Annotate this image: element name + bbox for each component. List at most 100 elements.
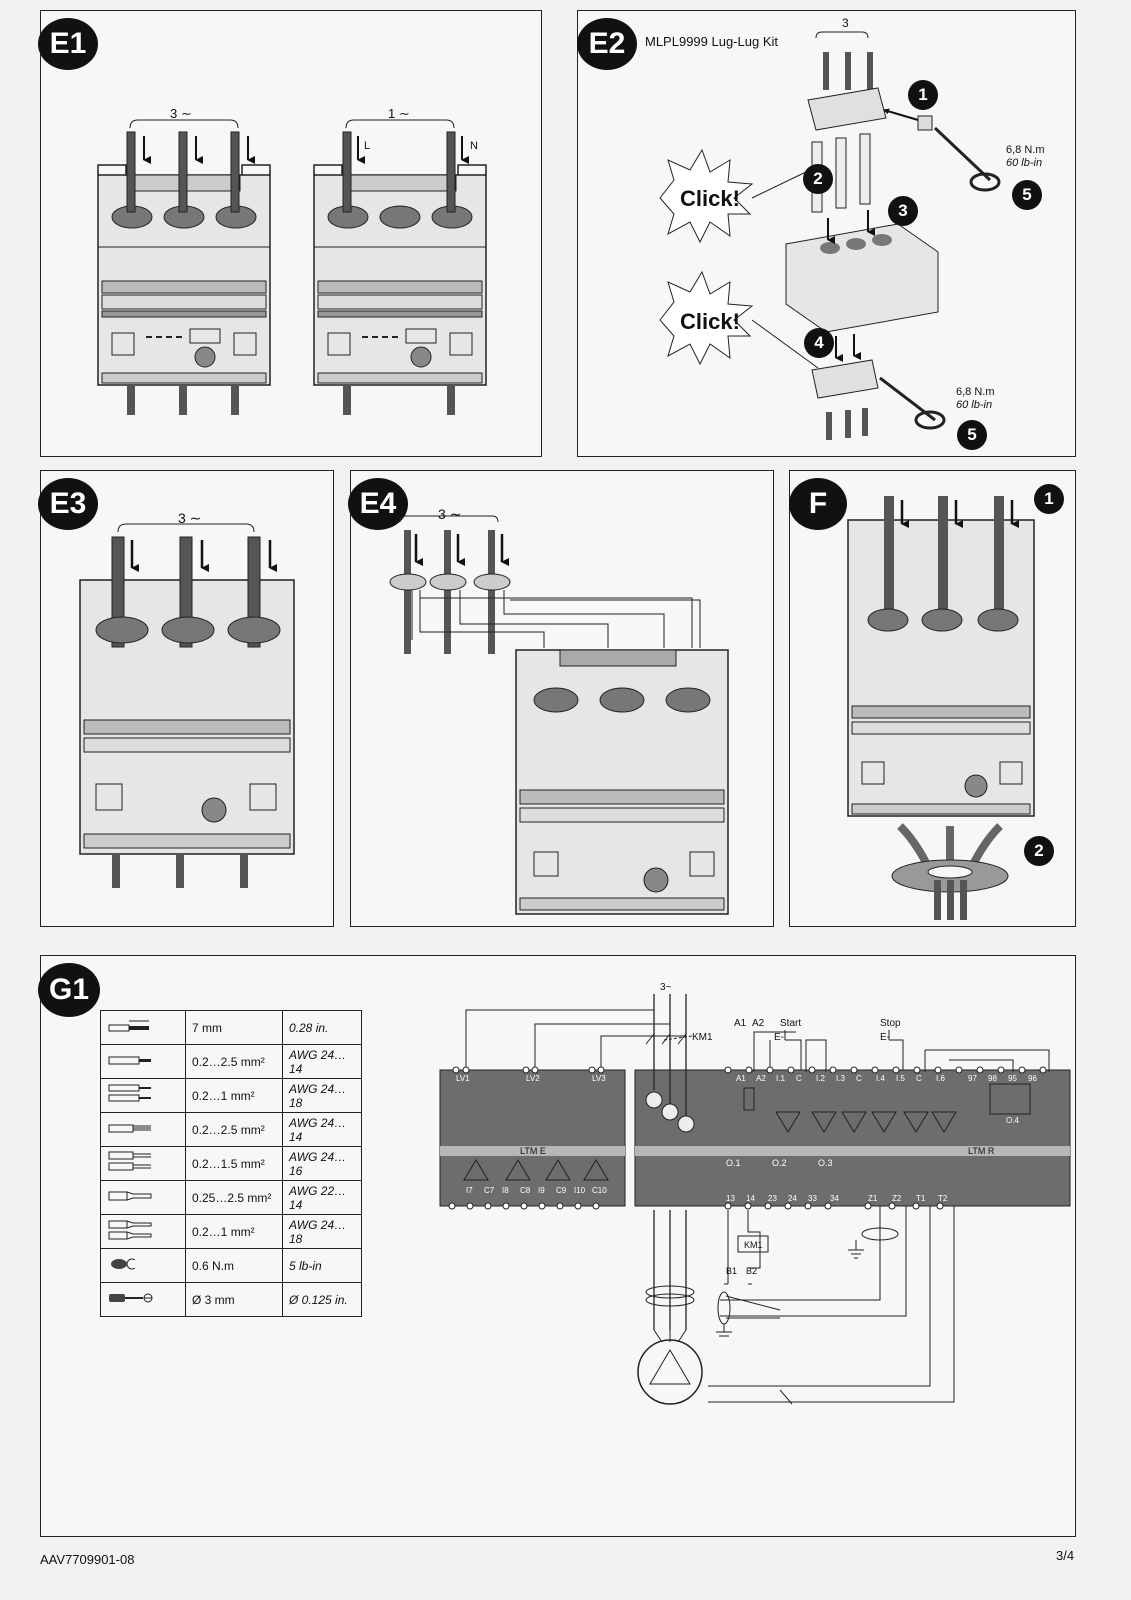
ltmr-bottom-terminal: 13	[726, 1194, 735, 1203]
badge-e2: E2	[577, 18, 637, 70]
tilde-icon: ∼	[395, 106, 410, 121]
spec-metric: 0.2…2.5 mm²	[185, 1044, 283, 1079]
e4-three-phase-label: 3 ∼	[438, 506, 462, 522]
ltmr-bottom-terminal: 34	[830, 1194, 839, 1203]
e2-title: MLPL9999 Lug-Lug Kit	[645, 34, 778, 49]
ltmr-bottom-terminal: Z1	[868, 1194, 878, 1203]
ltmr-label: LTM R	[968, 1146, 995, 1156]
ltmr-bottom-terminal: 24	[788, 1194, 797, 1203]
coil-label: KM1	[744, 1240, 763, 1250]
ltmr-top-terminal: C	[856, 1074, 862, 1083]
wiring-label: 3~	[660, 982, 672, 993]
ltme-input-terminal: I8	[502, 1186, 509, 1195]
ltmr-top-terminal: I.1	[776, 1074, 785, 1083]
wiring-label: E-	[880, 1032, 890, 1043]
wiring-label: B2	[746, 1266, 758, 1276]
ltmr-bottom-terminal: Z2	[892, 1194, 902, 1203]
ltmr-bottom-terminal: T1	[916, 1194, 926, 1203]
e4-ct-illustration	[389, 515, 729, 915]
f-gfct-illustration	[847, 496, 1035, 920]
ltmr-top-terminal: 98	[988, 1074, 997, 1083]
two-solid-wires-icon	[107, 1084, 155, 1107]
ferrule-wire-icon	[107, 1191, 155, 1207]
ltme-label: LTM E	[520, 1146, 546, 1156]
wiring-label: Start	[780, 1018, 802, 1029]
tilde-icon: ∼	[177, 106, 192, 121]
badge-f: F	[789, 478, 847, 530]
output-label: O.2	[772, 1158, 787, 1168]
e2-click-2: Click!	[680, 309, 740, 334]
ltme-input-terminal: I10	[574, 1186, 586, 1195]
wiring-label: A2	[752, 1018, 765, 1029]
spec-imperial: AWG 24…14	[282, 1112, 362, 1147]
spec-imperial: AWG 22…14	[282, 1180, 362, 1215]
solid-wire-icon	[107, 1056, 155, 1071]
spec-imperial: AWG 24…18	[282, 1214, 362, 1249]
ltmr-top-terminal: A1	[736, 1074, 746, 1083]
two-stranded-wires-icon	[107, 1151, 155, 1176]
ltme-input-terminal: C8	[520, 1186, 531, 1195]
e2-count: 3	[842, 16, 849, 30]
lv-terminal: LV3	[592, 1074, 606, 1083]
e1-relay-three-phase	[97, 119, 271, 415]
spec-imperial: Ø 0.125 in.	[282, 1282, 362, 1317]
tilde-icon: ∼	[445, 506, 462, 522]
ltme-input-terminal: I9	[538, 1186, 545, 1195]
spec-metric: Ø 3 mm	[185, 1282, 283, 1317]
output-label: O.3	[818, 1158, 833, 1168]
g1-wiring-diagram	[439, 994, 1071, 1405]
spec-metric: 0.2…1.5 mm²	[185, 1146, 283, 1181]
spec-imperial: AWG 24…16	[282, 1146, 362, 1181]
tilde-icon: ∼	[185, 510, 202, 526]
e2-step-3: 3	[888, 196, 918, 226]
document-number: AAV7709901-08	[40, 1552, 135, 1567]
ltmr-top-terminal: I.5	[896, 1074, 905, 1083]
ltmr-top-terminal: C	[916, 1074, 922, 1083]
ltmr-top-terminal: 95	[1008, 1074, 1017, 1083]
spec-imperial: 5 lb-in	[282, 1248, 362, 1283]
lv-terminal: LV2	[526, 1074, 540, 1083]
o4-label: O.4	[1006, 1116, 1019, 1125]
wiring-label: E-	[774, 1032, 784, 1043]
spec-imperial: AWG 24…14	[282, 1044, 362, 1079]
two-ferrule-wires-icon	[107, 1220, 155, 1244]
ltmr-top-terminal: A2	[756, 1074, 766, 1083]
e2-step-5a: 5	[1012, 180, 1042, 210]
ltme-input-terminal: C7	[484, 1186, 495, 1195]
spec-imperial: AWG 24…18	[282, 1078, 362, 1113]
e2-step-1: 1	[908, 80, 938, 110]
ltme-input-terminal: I7	[466, 1186, 473, 1195]
e1-relay-single-phase	[313, 119, 487, 415]
e1-three-phase-label: 3 ∼	[170, 106, 192, 121]
spec-metric: 0.25…2.5 mm²	[185, 1180, 283, 1215]
spec-metric: 7 mm	[185, 1010, 283, 1045]
stranded-wire-icon	[107, 1124, 155, 1139]
badge-g1: G1	[38, 963, 100, 1017]
wiring-label: B1	[726, 1266, 738, 1276]
f-step-2: 2	[1024, 836, 1054, 866]
ltmr-bottom-terminal: T2	[938, 1194, 948, 1203]
e2-step-2: 2	[803, 164, 833, 194]
e2-click-1: Click!	[680, 186, 740, 211]
page-number: 3/4	[1056, 1548, 1075, 1563]
ltmr-top-terminal: 97	[968, 1074, 977, 1083]
e2-step-5b: 5	[957, 420, 987, 450]
e3-relay	[79, 523, 295, 888]
spec-metric: 0.6 N.m	[185, 1248, 283, 1283]
output-label: O.1	[726, 1158, 741, 1168]
ltmr-top-terminal: I.3	[836, 1074, 845, 1083]
ltmr-top-terminal: I.4	[876, 1074, 885, 1083]
e3-three-phase-label: 3 ∼	[178, 510, 202, 526]
